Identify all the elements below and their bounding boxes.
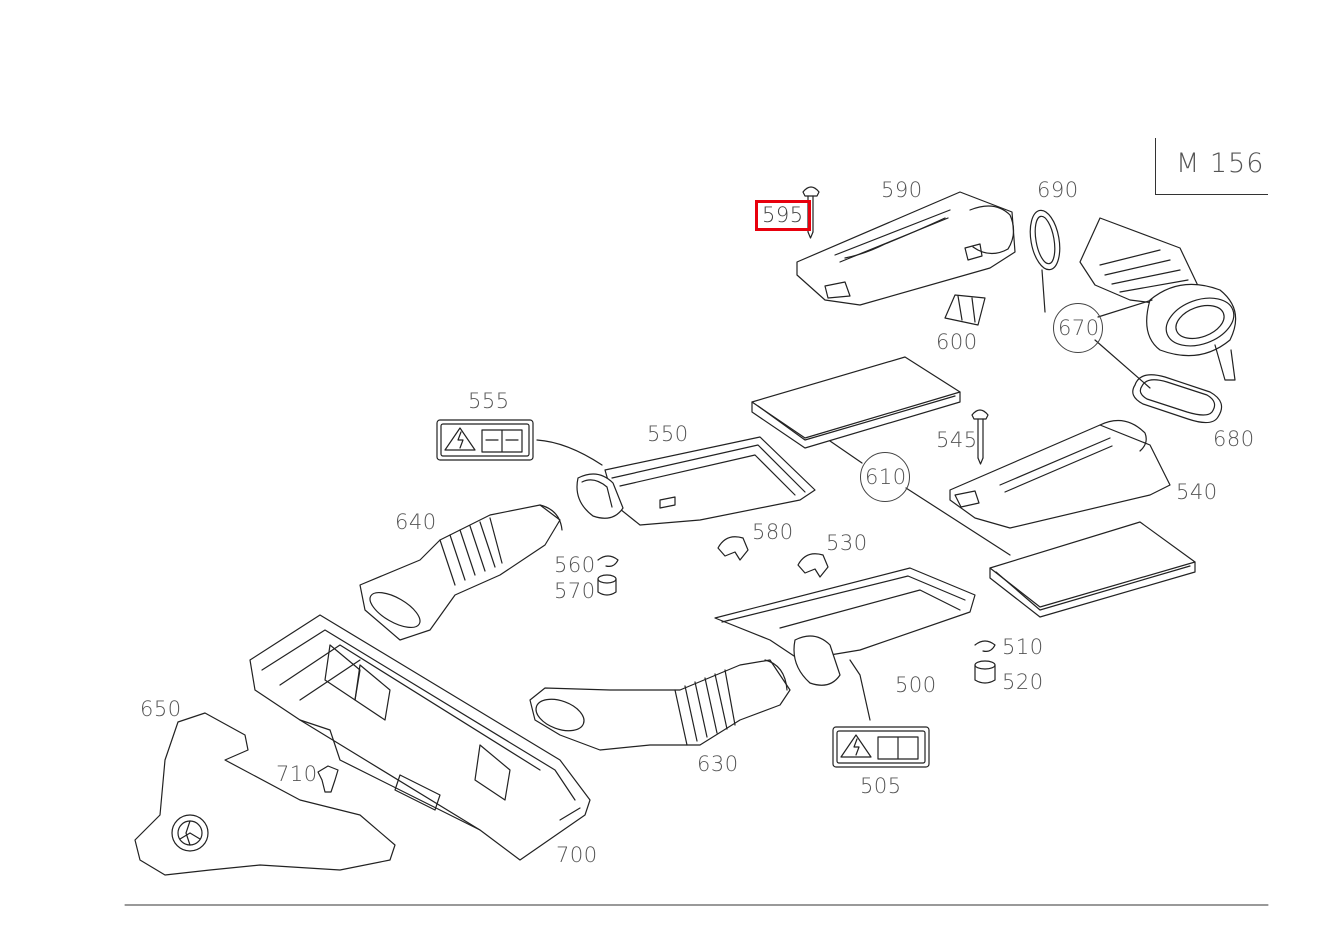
part-670-intake[interactable]	[1079, 217, 1240, 381]
callout-640[interactable]: 640	[395, 510, 437, 534]
callout-570[interactable]: 570	[554, 579, 596, 603]
callout-540[interactable]: 540	[1176, 480, 1218, 504]
part-560-clip[interactable]	[597, 555, 619, 567]
part-500-airbox-lower[interactable]	[714, 567, 976, 721]
part-690-seal[interactable]	[1026, 208, 1064, 272]
callout-610[interactable]: 610	[865, 465, 907, 489]
part-510-clip[interactable]	[974, 640, 996, 652]
callout-650[interactable]: 650	[140, 697, 182, 721]
callout-590[interactable]: 590	[881, 178, 923, 202]
part-530-clamp[interactable]	[797, 553, 829, 578]
part-610-filter-lower[interactable]	[989, 521, 1196, 618]
part-610-filter-upper[interactable]	[751, 356, 961, 449]
callout-670[interactable]: 670	[1058, 316, 1100, 340]
callout-690[interactable]: 690	[1037, 178, 1079, 202]
part-580-clamp[interactable]	[717, 536, 749, 561]
callout-520[interactable]: 520	[1002, 670, 1044, 694]
callout-560[interactable]: 560	[554, 553, 596, 577]
callout-595-selected[interactable]: 595	[755, 200, 811, 231]
engine-code-box: M 156	[1155, 138, 1268, 195]
leader-lines	[829, 269, 1153, 556]
part-640-hose[interactable]	[359, 504, 563, 641]
part-710-clip[interactable]	[317, 765, 339, 793]
part-700-cowl[interactable]	[249, 614, 591, 861]
part-680-gasket[interactable]	[1132, 374, 1223, 424]
part-630-hose[interactable]	[529, 659, 791, 751]
part-555-label[interactable]	[436, 419, 603, 466]
callout-555[interactable]: 555	[468, 389, 510, 413]
callout-530[interactable]: 530	[826, 531, 868, 555]
callout-580[interactable]: 580	[752, 520, 794, 544]
callout-680[interactable]: 680	[1213, 427, 1255, 451]
part-545-screw[interactable]	[971, 409, 989, 465]
part-590-cover[interactable]	[796, 191, 1016, 306]
callout-ring-610	[860, 452, 910, 502]
part-600-bracket[interactable]	[944, 294, 986, 326]
callout-600[interactable]: 600	[936, 330, 978, 354]
callout-630[interactable]: 630	[697, 752, 739, 776]
callout-505[interactable]: 505	[860, 774, 902, 798]
engine-code-label: M 156	[1176, 148, 1265, 179]
callout-710[interactable]: 710	[276, 762, 318, 786]
part-505-label[interactable]	[832, 726, 930, 768]
callout-ring-670	[1053, 303, 1103, 353]
part-570-bushing[interactable]	[597, 574, 617, 596]
part-540-cover[interactable]	[949, 419, 1171, 529]
part-550-airbox-upper[interactable]	[576, 436, 816, 526]
callout-700[interactable]: 700	[556, 843, 598, 867]
callout-510[interactable]: 510	[1002, 635, 1044, 659]
part-650-cover[interactable]	[134, 712, 396, 876]
part-520-bushing[interactable]	[974, 660, 996, 684]
callout-545[interactable]: 545	[936, 428, 978, 452]
callout-550[interactable]: 550	[647, 422, 689, 446]
callout-500[interactable]: 500	[895, 673, 937, 697]
